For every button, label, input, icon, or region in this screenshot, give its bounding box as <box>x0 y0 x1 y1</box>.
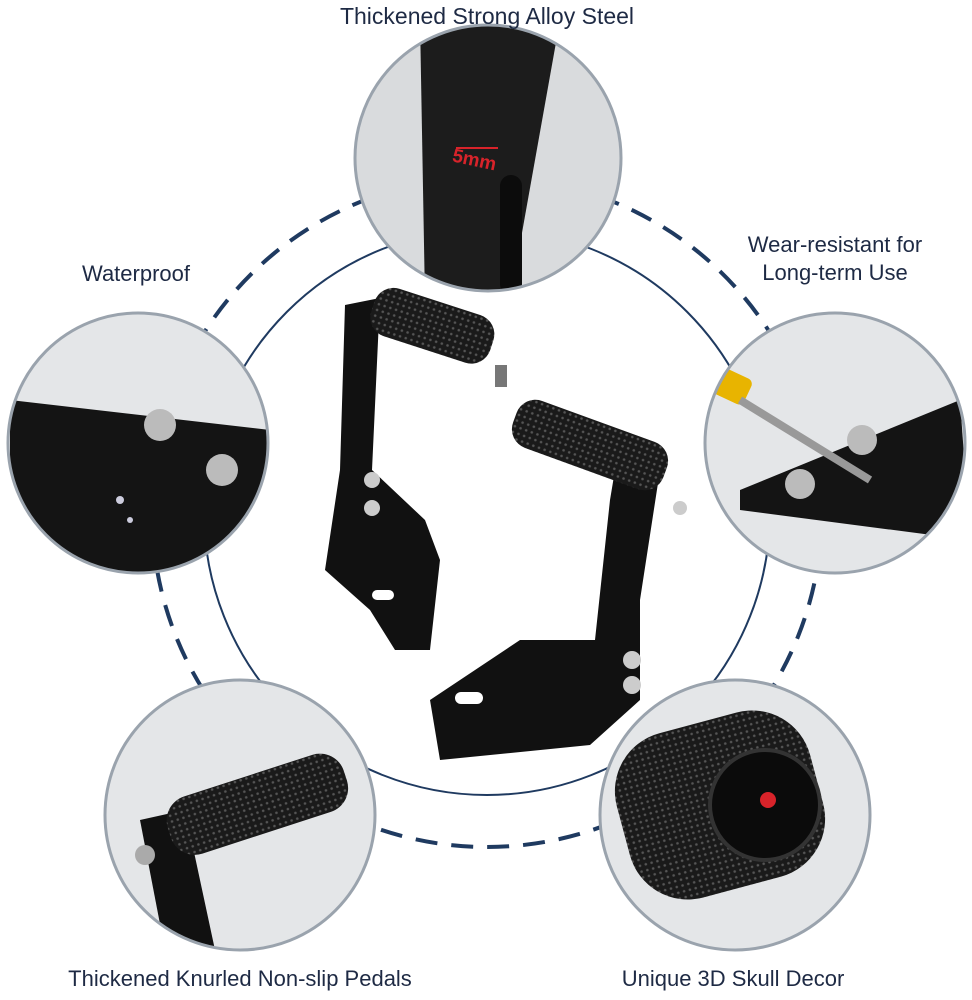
left-bracket <box>325 287 507 650</box>
inset-wear-resistant <box>705 313 965 573</box>
label-wear-resistant-line1: Wear-resistant for <box>747 232 923 257</box>
inset-alloy-steel <box>355 25 621 291</box>
right-bracket <box>430 399 687 760</box>
label-wear-resistant: Wear-resistant for Long-term Use <box>748 231 922 287</box>
label-alloy-steel: Thickened Strong Alloy Steel <box>339 3 635 29</box>
inset-waterproof <box>8 313 268 573</box>
label-wear-resistant-line2: Long-term Use <box>762 260 908 285</box>
inset-knurled-pedal <box>105 680 375 950</box>
label-skull-decor: Unique 3D Skull Decor <box>621 966 845 991</box>
label-waterproof: Waterproof <box>81 261 191 286</box>
label-knurled-pedals: Thickened Knurled Non-slip Pedals <box>68 966 412 991</box>
inset-skull-decor <box>600 680 870 950</box>
